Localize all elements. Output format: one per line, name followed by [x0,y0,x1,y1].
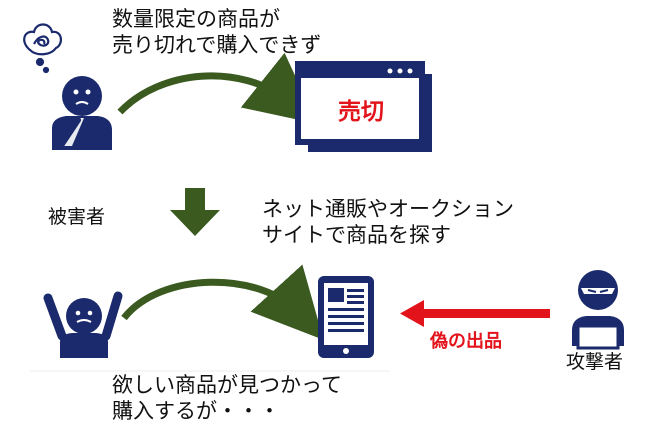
fake-listing-label: 偽の出品 [430,331,502,352]
confused-thought-icon [23,23,62,74]
caption-middle-line1: ネット通販やオークション [262,197,514,221]
curved-arrow-bottom [121,264,324,340]
curved-arrow-top [117,52,318,124]
excited-victim-icon [43,291,123,358]
caption-top-line1: 数量限定の商品が [112,7,280,31]
caption-bottom: 欲しい商品が見つかって 購入するが・・・ [112,372,342,425]
worried-victim-icon [23,23,112,150]
attacker-label: 攻撃者 [566,351,624,373]
attacker-icon [572,270,624,350]
browser-window-icon [295,61,432,152]
down-arrow-icon [170,188,220,236]
caption-middle-line2: サイトで商品を探す [262,223,451,248]
caption-bottom-line2: 購入するが・・・ [112,399,280,424]
caption-top: 数量限定の商品が 売り切れで購入できず [112,6,321,59]
red-arrow-icon [400,300,550,327]
victim-label: 被害者 [48,206,106,228]
tablet-icon [318,276,374,358]
caption-bottom-line1: 欲しい商品が見つかって [112,373,342,397]
caption-middle: ネット通販やオークション サイトで商品を探す [262,196,514,249]
sold-out-label: 売切 [338,99,384,125]
caption-top-line2: 売り切れで購入できず [112,33,322,58]
